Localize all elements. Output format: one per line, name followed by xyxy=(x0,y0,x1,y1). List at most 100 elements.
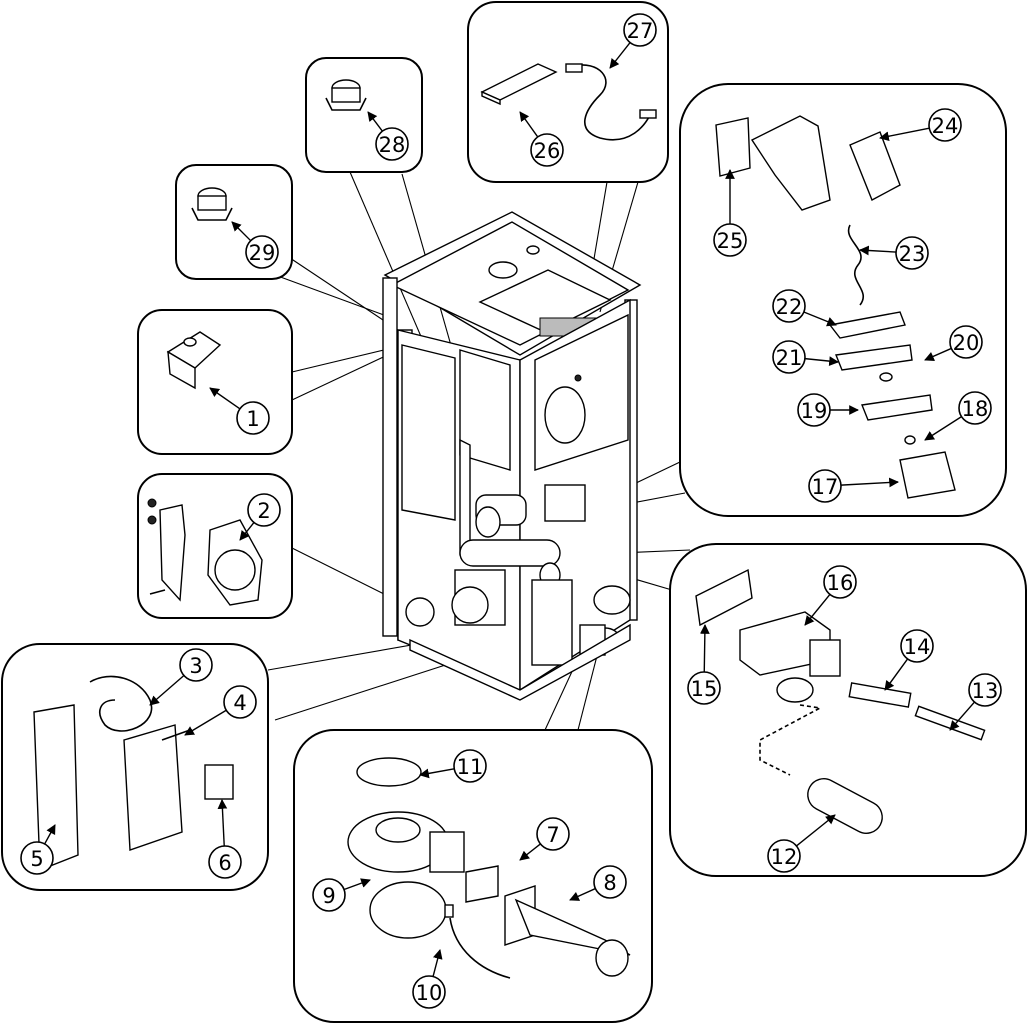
detail-box-1 xyxy=(137,309,293,455)
main-cabinet xyxy=(382,211,642,701)
callout-4: 4 xyxy=(184,685,257,736)
callout-arrow xyxy=(343,878,371,891)
callout-8: 8 xyxy=(569,865,627,901)
callout-circle xyxy=(958,391,992,425)
callout-number: 28 xyxy=(379,133,406,157)
callout-circle xyxy=(900,629,934,663)
callout-circle xyxy=(312,878,346,912)
callout-27: 27 xyxy=(609,13,657,69)
callout-number: 1 xyxy=(246,407,259,431)
callout-arrow xyxy=(840,477,899,488)
callout-arrow xyxy=(217,799,228,847)
callout-23: 23 xyxy=(859,236,929,270)
callout-number: 23 xyxy=(899,242,926,266)
callout-28: 28 xyxy=(367,111,409,161)
callout-arrow xyxy=(859,245,897,256)
callout-circle xyxy=(687,671,721,705)
callout-circle xyxy=(772,340,806,374)
callout-21: 21 xyxy=(772,340,839,374)
callout-arrow xyxy=(419,768,455,779)
callout-circle xyxy=(453,749,487,783)
callout-number: 25 xyxy=(717,229,744,253)
callout-9: 9 xyxy=(312,878,371,912)
callout-circle xyxy=(772,289,806,323)
callout-11: 11 xyxy=(419,749,487,783)
callout-arrow xyxy=(949,701,975,731)
callout-arrow xyxy=(519,843,541,861)
callout-number: 26 xyxy=(534,139,561,163)
callout-arrow xyxy=(884,658,909,691)
callout-arrow xyxy=(519,111,539,138)
callout-arrow xyxy=(879,127,930,142)
callout-circle xyxy=(536,817,570,851)
callout-number: 15 xyxy=(691,677,718,701)
callout-number: 6 xyxy=(218,851,231,875)
callout-number: 9 xyxy=(322,884,335,908)
callout-arrow xyxy=(804,356,839,366)
callout-arrow xyxy=(239,522,255,541)
callout-16: 16 xyxy=(804,565,857,626)
callout-12: 12 xyxy=(767,814,836,873)
callout-20: 20 xyxy=(924,325,983,361)
callout-number: 11 xyxy=(457,755,484,779)
callout-5: 5 xyxy=(20,824,56,875)
callout-number: 18 xyxy=(962,397,989,421)
callout-29: 29 xyxy=(231,221,279,269)
callout-circle xyxy=(179,648,213,682)
callout-number: 17 xyxy=(812,475,839,499)
detail-box-17-25 xyxy=(679,83,1007,517)
callout-circle xyxy=(928,108,962,142)
callout-22: 22 xyxy=(772,289,837,327)
callout-number: 13 xyxy=(972,679,999,703)
callout-26: 26 xyxy=(519,111,564,167)
callout-number: 8 xyxy=(603,871,616,895)
callout-1: 1 xyxy=(209,387,270,435)
callout-18: 18 xyxy=(924,391,992,441)
callout-arrow xyxy=(924,416,962,441)
callout-number: 24 xyxy=(932,114,959,138)
callout-arrow xyxy=(804,593,831,626)
callout-17: 17 xyxy=(808,469,899,503)
callout-arrow xyxy=(803,311,837,327)
callout-circle xyxy=(713,223,747,257)
callout-3: 3 xyxy=(149,648,213,706)
callout-arrow xyxy=(924,347,952,361)
callout-10: 10 xyxy=(412,949,446,1009)
detail-box-26-27 xyxy=(467,1,669,183)
callout-circle xyxy=(208,845,242,879)
callout-circle xyxy=(223,685,257,719)
callout-arrow xyxy=(44,824,56,845)
callout-circle xyxy=(968,673,1002,707)
callout-19: 19 xyxy=(797,393,859,427)
callout-number: 10 xyxy=(416,981,443,1005)
callout-6: 6 xyxy=(208,799,242,879)
callout-circle xyxy=(247,493,281,527)
callout-circle xyxy=(949,325,983,359)
callout-circle xyxy=(530,133,564,167)
callout-arrow xyxy=(209,387,241,410)
callout-number: 20 xyxy=(953,331,980,355)
callout-arrow xyxy=(796,814,836,847)
callout-2: 2 xyxy=(239,493,281,541)
callout-13: 13 xyxy=(949,673,1002,731)
callout-arrow xyxy=(149,674,185,706)
callout-circle xyxy=(236,401,270,435)
callout-number: 7 xyxy=(546,823,559,847)
callout-24: 24 xyxy=(879,108,962,142)
callout-circle xyxy=(767,839,801,873)
callout-circle xyxy=(823,565,857,599)
callout-number: 16 xyxy=(827,571,854,595)
callout-arrow xyxy=(184,709,227,736)
callout-circle xyxy=(375,127,409,161)
callout-number: 12 xyxy=(771,845,798,869)
callout-25: 25 xyxy=(713,169,747,257)
callout-circle xyxy=(412,975,446,1009)
callout-number: 3 xyxy=(189,654,202,678)
callout-15: 15 xyxy=(687,624,721,705)
detail-box-3-6 xyxy=(1,643,269,891)
callout-arrow xyxy=(569,887,596,901)
callout-circle xyxy=(593,865,627,899)
callout-circle xyxy=(623,13,657,47)
